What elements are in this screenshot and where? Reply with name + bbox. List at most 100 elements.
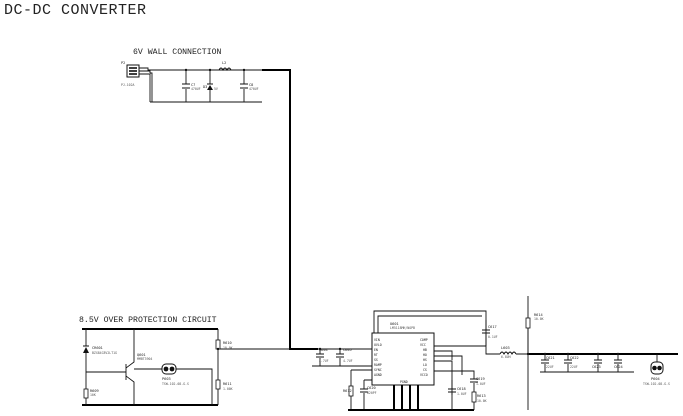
svg-text:R614: R614	[534, 313, 543, 317]
svg-text:R609: R609	[90, 389, 99, 393]
jumper-p603: P603 TSW-102-08-G-S	[134, 363, 213, 405]
svg-text:RAMP: RAMP	[374, 363, 382, 367]
svg-text:TSW-102-08-G-S: TSW-102-08-G-S	[162, 382, 189, 386]
zener-cr601: CR601 BZX84C8V2LT1G	[83, 329, 117, 386]
svg-text:TSW-102-08-G-S: TSW-102-08-G-S	[643, 382, 670, 386]
svg-text:COMP: COMP	[420, 338, 428, 342]
capacitor-c620: C620 820PF	[360, 379, 377, 410]
capacitor-c7: C7 470UF	[182, 70, 201, 102]
svg-text:EN: EN	[374, 348, 378, 352]
svg-text:HB: HB	[423, 348, 427, 352]
svg-text:C8: C8	[249, 83, 253, 87]
section-title-wall: 6V WALL CONNECTION	[133, 48, 222, 57]
capacitor-c618: C618 1.0UF	[448, 380, 467, 410]
svg-text:C624: C624	[614, 365, 623, 369]
svg-text:VCC: VCC	[420, 343, 426, 347]
svg-text:U601: U601	[390, 322, 399, 326]
svg-text:PGND: PGND	[400, 380, 408, 384]
svg-text:5V: 5V	[214, 87, 218, 91]
svg-text:R613: R613	[477, 394, 486, 398]
svg-text:C618: C618	[457, 387, 466, 391]
transistor-q601: Q601 MMBT3904	[86, 329, 152, 405]
capacitor-c8: C8 470UF	[240, 70, 259, 102]
svg-text:4.7UF: 4.7UF	[343, 359, 353, 363]
svg-text:C604: C604	[319, 348, 328, 352]
svg-text:C619: C619	[476, 377, 485, 381]
svg-text:10.0K: 10.0K	[477, 399, 487, 403]
capacitor-c624: C624	[614, 354, 623, 372]
svg-text:BZX84C8V2LT1G: BZX84C8V2LT1G	[92, 351, 117, 355]
capacitor-c605: C605 4.7UF	[336, 348, 353, 366]
svg-text:SYNC: SYNC	[374, 368, 382, 372]
wire-sw-node	[485, 346, 500, 355]
connector-p2: P2 PJ-102A	[121, 61, 140, 87]
svg-text:SS: SS	[374, 358, 378, 362]
capacitor-c623: C623	[592, 354, 602, 372]
svg-text:C7: C7	[191, 83, 195, 87]
inductor-l2: L2	[218, 61, 232, 72]
resistor-r609: R609 10K	[83, 386, 99, 405]
resistor-r614: R614 10.0K	[525, 313, 544, 354]
svg-text:1.0UF: 1.0UF	[476, 382, 486, 386]
svg-text:C622: C622	[570, 356, 579, 360]
p2-value: PJ-102A	[121, 83, 135, 87]
svg-text:HO: HO	[423, 353, 427, 357]
wire-vin-main	[262, 69, 318, 350]
svg-text:820PF: 820PF	[367, 391, 377, 395]
svg-text:HS: HS	[423, 358, 427, 362]
svg-text:C621: C621	[546, 356, 555, 360]
svg-text:CS: CS	[423, 368, 427, 372]
svg-text:470UF: 470UF	[191, 87, 201, 91]
svg-text:10K: 10K	[90, 393, 96, 397]
svg-text:22UF: 22UF	[570, 365, 578, 369]
svg-text:1.00K: 1.00K	[223, 387, 233, 391]
svg-text:1.0UF: 1.0UF	[457, 392, 467, 396]
wire-cs	[434, 370, 475, 372]
svg-text:R612: R612	[343, 389, 352, 393]
svg-text:22UF: 22UF	[546, 365, 554, 369]
svg-text:R611: R611	[223, 382, 232, 386]
svg-text:Q601: Q601	[137, 353, 146, 357]
capacitor-c617: C617 0.1UF	[482, 320, 498, 346]
svg-text:10.0K: 10.0K	[223, 346, 233, 350]
resistor-r611: R611 1.00K	[215, 379, 233, 391]
capacitor-c604: C604 4.7UF	[316, 348, 329, 366]
svg-text:VCCO: VCCO	[420, 373, 428, 377]
svg-text:L2: L2	[222, 61, 226, 65]
inductor-l603: L603 6.8UH	[499, 346, 517, 359]
svg-text:L603: L603	[501, 346, 510, 350]
svg-text:LO: LO	[423, 363, 427, 367]
svg-text:470UF: 470UF	[249, 87, 259, 91]
jumper-p604: P604 TSW-102-08-G-S	[643, 354, 670, 386]
svg-text:C620: C620	[367, 386, 376, 390]
svg-text:P603: P603	[162, 377, 171, 381]
svg-text:10.0K: 10.0K	[534, 317, 544, 321]
wire-p2-gnd	[149, 72, 153, 102]
p2-ref: P2	[121, 61, 125, 65]
resistor-r612: R612	[343, 369, 372, 410]
svg-text:CR601: CR601	[92, 346, 103, 350]
svg-text:RT: RT	[374, 353, 378, 357]
svg-text:C605: C605	[343, 348, 352, 352]
section-title-ovp: 8.5V OVER PROTECTION CIRCUIT	[79, 316, 217, 325]
diode-d3: D3 5V	[203, 70, 218, 102]
svg-text:4.7UF: 4.7UF	[319, 359, 329, 363]
ic-u601: U601 LM5118MH/NOPB VIN UVLO EN RT SS RAM…	[371, 322, 435, 386]
svg-text:R610: R610	[223, 341, 232, 345]
svg-text:P604: P604	[651, 377, 660, 381]
svg-text:UVLO: UVLO	[374, 343, 382, 347]
svg-text:VIN: VIN	[374, 338, 380, 342]
svg-text:C623: C623	[592, 365, 601, 369]
capacitor-c621: C621 22UF	[541, 354, 555, 372]
wire-ic-right	[434, 345, 486, 395]
svg-text:0.1UF: 0.1UF	[488, 335, 498, 339]
wire-input	[139, 67, 290, 100]
svg-text:C617: C617	[488, 325, 497, 329]
resistor-r613: R613 10.0K	[471, 390, 487, 410]
svg-text:D3: D3	[203, 85, 207, 89]
wire-loop-inner	[377, 315, 482, 333]
pgnd-pins	[393, 385, 419, 410]
svg-text:MMBT3904: MMBT3904	[137, 357, 152, 361]
page-title: DC-DC CONVERTER	[4, 2, 147, 19]
